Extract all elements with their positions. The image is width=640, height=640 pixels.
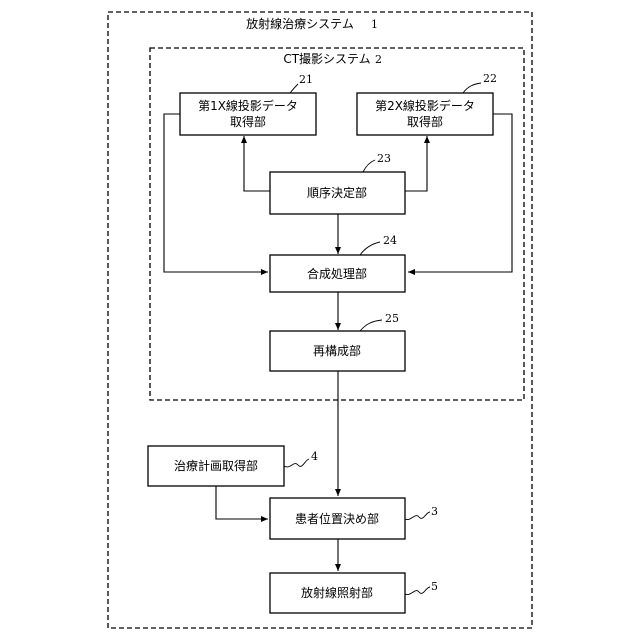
recon-ref-leader [360, 320, 382, 331]
order-block: 順序決定部 23 [270, 152, 405, 214]
position-ref: 3 [431, 505, 438, 518]
xray2-label-line1: 第2X線投影データ [375, 98, 475, 113]
ct-system-title: CT撮影システム [283, 52, 370, 66]
order-label: 順序決定部 [307, 185, 367, 200]
position-block: 患者位置決め部 3 [270, 498, 438, 539]
xray2-ref-leader [463, 83, 481, 93]
ct-system-ref: 2 [375, 53, 382, 66]
position-label: 患者位置決め部 [295, 511, 379, 526]
synth-ref: 24 [383, 234, 397, 247]
xray1-ref: 21 [299, 73, 313, 86]
arrow-xray2-to-synth [408, 114, 512, 272]
xray2-ref: 22 [483, 72, 497, 85]
order-ref: 23 [377, 152, 391, 165]
xray1-label-line2: 取得部 [230, 114, 266, 129]
arrow-xray1-to-synth [164, 114, 268, 272]
plan-block: 治療計画取得部 4 [148, 446, 318, 486]
arrow-order-to-xray2 [405, 136, 427, 191]
xray1-ref-leader [290, 84, 298, 93]
outer-system-ref: 1 [371, 18, 378, 31]
synth-ref-leader [360, 242, 380, 255]
plan-label: 治療計画取得部 [174, 458, 258, 473]
recon-ref: 25 [385, 312, 399, 325]
plan-ref: 4 [311, 450, 318, 463]
position-ref-leader [405, 512, 430, 520]
xray1-label-line1: 第1X線投影データ [198, 98, 298, 113]
order-ref-leader [363, 160, 375, 172]
xray2-label-line2: 取得部 [407, 114, 443, 129]
xray1-block: 第1X線投影データ 取得部 21 [180, 73, 316, 135]
arrow-plan-to-position [216, 486, 268, 519]
arrow-order-to-xray1 [244, 136, 270, 191]
xray2-block: 第2X線投影データ 取得部 22 [357, 72, 497, 135]
irradiate-ref-leader [405, 587, 430, 595]
outer-system-title: 放射線治療システム [246, 16, 354, 31]
synth-label: 合成処理部 [307, 266, 367, 281]
irradiate-label: 放射線照射部 [301, 585, 373, 600]
irradiate-ref: 5 [431, 580, 438, 593]
recon-label: 再構成部 [313, 343, 361, 358]
irradiate-block: 放射線照射部 5 [270, 573, 438, 613]
plan-ref-leader [284, 459, 309, 467]
